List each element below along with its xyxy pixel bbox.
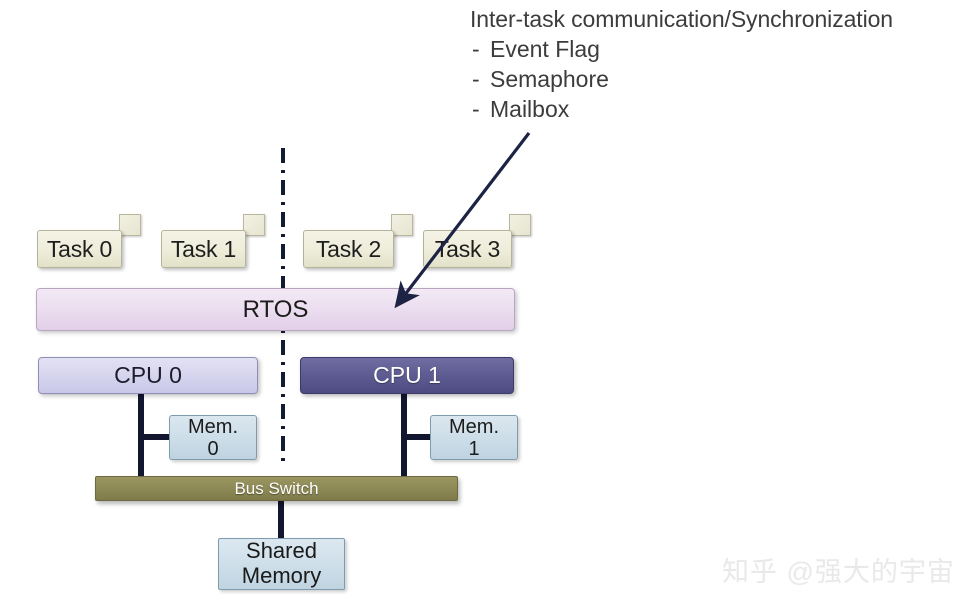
memory-label-line1: Mem.: [449, 415, 499, 438]
annotation-title: Inter-task communication/Synchronization: [470, 6, 893, 32]
memory-box-0[interactable]: Mem. 0: [169, 415, 257, 460]
memory-label-line1: Mem.: [188, 415, 238, 438]
bus-switch-bar[interactable]: Bus Switch: [95, 476, 458, 501]
shared-memory-label-line2: Memory: [241, 563, 322, 588]
task-node-3[interactable]: Task 3: [423, 214, 531, 268]
connector-cpu0-to-mem0: [138, 434, 172, 440]
task-label: Task 1: [170, 235, 237, 262]
task-node-2[interactable]: Task 2: [303, 214, 413, 268]
cpu-box-1[interactable]: CPU 1: [300, 357, 514, 394]
annotation-list: -Event Flag -Semaphore -Mailbox: [470, 35, 979, 124]
connector-cpu1-to-mem1: [401, 434, 434, 440]
task-tab-icon: [391, 214, 413, 236]
annotation-item-label: Event Flag: [490, 36, 600, 63]
annotation-pointer-arrow: [394, 132, 531, 309]
task-tab-icon: [119, 214, 141, 236]
cpu-label: CPU 0: [114, 362, 182, 388]
memory-label-line2: 0: [207, 437, 219, 460]
task-tab-icon: [243, 214, 265, 236]
task-box[interactable]: Task 3: [423, 230, 512, 268]
dash-marker: -: [472, 95, 480, 122]
cpu-label: CPU 1: [373, 362, 441, 388]
rtos-bar[interactable]: RTOS: [36, 288, 515, 331]
watermark: 知乎 @强大的宇宙: [722, 557, 955, 587]
task-label: Task 2: [315, 235, 382, 262]
memory-box-1[interactable]: Mem. 1: [430, 415, 518, 460]
task-node-1[interactable]: Task 1: [161, 214, 265, 268]
task-box[interactable]: Task 0: [37, 230, 122, 268]
shared-memory-box[interactable]: Shared Memory: [218, 538, 345, 590]
memory-label-line2: 1: [468, 437, 480, 460]
task-node-0[interactable]: Task 0: [37, 214, 141, 268]
rtos-label: RTOS: [242, 295, 309, 323]
shared-memory-label-line1: Shared: [246, 538, 317, 564]
annotation-item-mailbox: -Mailbox: [470, 95, 979, 125]
annotation-item-label: Mailbox: [490, 95, 570, 122]
dash-marker: -: [472, 66, 480, 93]
task-tab-icon: [509, 214, 531, 236]
annotation-item-semaphore: -Semaphore: [470, 65, 979, 95]
cpu-box-0[interactable]: CPU 0: [38, 357, 258, 394]
task-box[interactable]: Task 1: [161, 230, 246, 268]
annotation-block: Inter-task communication/Synchronization…: [470, 4, 979, 124]
annotation-item-event-flag: -Event Flag: [470, 35, 979, 65]
annotation-item-label: Semaphore: [490, 66, 609, 93]
bus-switch-label: Bus Switch: [234, 478, 319, 498]
dash-marker: -: [472, 36, 480, 63]
task-label: Task 0: [46, 235, 113, 262]
connector-bus-to-shared-memory: [278, 498, 284, 542]
task-box[interactable]: Task 2: [303, 230, 394, 268]
